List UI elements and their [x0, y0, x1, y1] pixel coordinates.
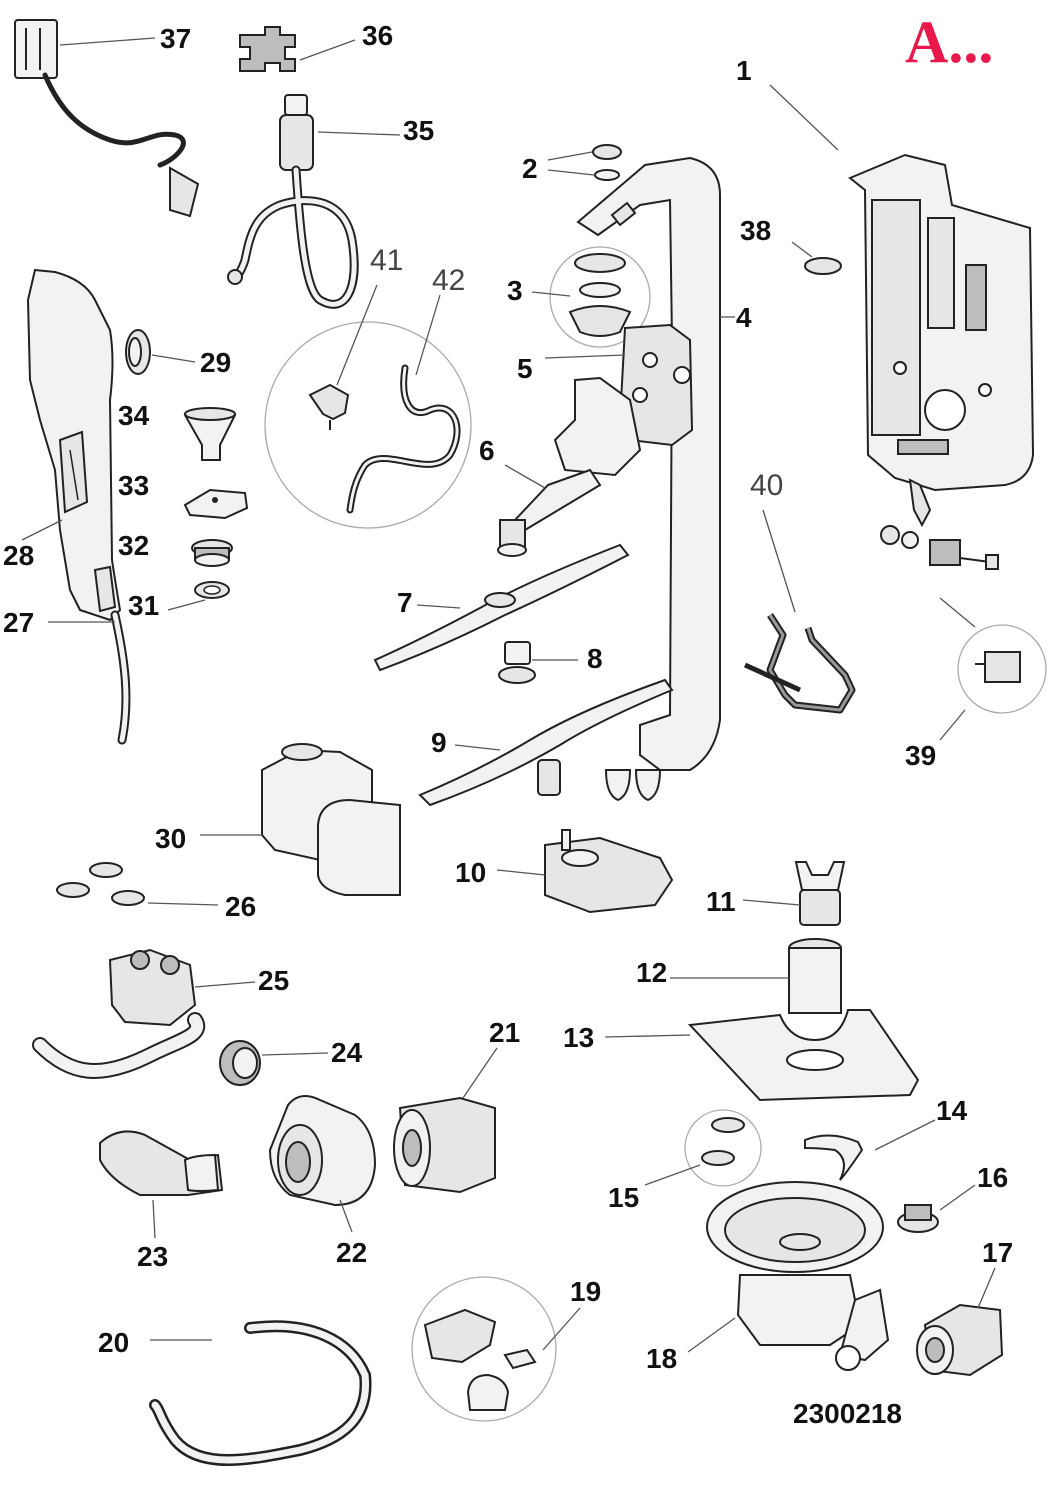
- part-10-heater: [544, 829, 674, 914]
- callout-6: 6: [479, 435, 495, 466]
- part-34-funnel: [183, 407, 237, 461]
- part-41-connector: [308, 383, 350, 430]
- part-6-upper-spray-arm-holder: [497, 376, 642, 557]
- part-31-ring: [194, 581, 230, 599]
- part-11-filter-holder: [794, 861, 846, 926]
- part-25-inlet-valve: [32, 948, 206, 1079]
- callout-17: 17: [982, 1237, 1013, 1268]
- callout-40: 40: [750, 469, 783, 502]
- part-37-power-cord: [14, 19, 200, 218]
- callout-14: 14: [936, 1095, 968, 1126]
- drawing-code: 2300218: [793, 1398, 902, 1429]
- callout-18: 18: [646, 1343, 677, 1374]
- callout-7: 7: [397, 587, 413, 618]
- callout-29: 29: [200, 347, 231, 378]
- part-28-side-panel: [26, 268, 122, 622]
- callout-37: 37: [160, 23, 191, 54]
- callout-5: 5: [517, 353, 533, 384]
- callout-10: 10: [455, 857, 486, 888]
- part-35-inlet-hose: [227, 94, 359, 309]
- callout-39: 39: [905, 740, 936, 771]
- callout-21: 21: [489, 1017, 520, 1048]
- callout-41: 41: [370, 244, 403, 277]
- part-21-motor: [393, 1096, 496, 1194]
- part-2-nut: [592, 144, 622, 181]
- callout-11: 11: [706, 886, 736, 917]
- callout-24: 24: [331, 1037, 363, 1068]
- badge-label: A...: [905, 9, 993, 75]
- part-33-cover: [183, 488, 249, 520]
- callout-36: 36: [362, 20, 393, 51]
- part-30-salt-container: [261, 743, 401, 896]
- callout-22: 22: [336, 1237, 367, 1268]
- part-7-upper-spray-arm: [373, 543, 630, 672]
- detail-circle-19: [411, 1276, 557, 1422]
- part-12-micro-filter: [788, 938, 842, 1014]
- part-8-valve: [498, 641, 536, 684]
- part-5-manifold: [618, 323, 694, 447]
- part-3-spray-head: [568, 253, 632, 337]
- callout-2: 2: [522, 153, 538, 184]
- detail-circle-15: [684, 1109, 762, 1187]
- part-1-sensor-cable: [880, 525, 999, 570]
- part-17-drain-pump: [916, 1303, 1004, 1377]
- callout-30: 30: [155, 823, 186, 854]
- detail-circle-41-42: [264, 321, 472, 529]
- part-26-washers: [56, 862, 145, 906]
- callout-25: 25: [258, 965, 289, 996]
- callout-12: 12: [636, 957, 667, 988]
- part-27-drain-tube: [110, 610, 131, 745]
- callout-35: 35: [403, 115, 434, 146]
- part-29-seal: [125, 329, 151, 375]
- part-1-rear-panel: [848, 153, 1035, 528]
- callout-31: 31: [128, 590, 159, 621]
- callout-9: 9: [431, 727, 447, 758]
- part-18-sump: [706, 1181, 890, 1371]
- part-36-clip: [239, 26, 296, 72]
- part-42-hose: [346, 364, 461, 514]
- callout-16: 16: [977, 1162, 1008, 1193]
- part-38-washer: [804, 257, 842, 275]
- callout-4: 4: [736, 302, 752, 333]
- callout-38: 38: [740, 215, 771, 246]
- callout-8: 8: [587, 643, 603, 674]
- callout-32: 32: [118, 530, 149, 561]
- part-15-clamps: [701, 1117, 745, 1166]
- part-4-spray-tube: [576, 156, 721, 802]
- part-13-flat-filter: [687, 1009, 920, 1102]
- part-39-float-switch: [975, 651, 1021, 683]
- part-19-kit: [423, 1308, 537, 1411]
- callout-20: 20: [98, 1327, 129, 1358]
- part-9-lower-spray-arm: [418, 678, 674, 807]
- callout-19: 19: [570, 1276, 601, 1307]
- detail-circle-3: [549, 246, 651, 348]
- callout-1: 1: [736, 55, 752, 86]
- part-22-circulation-pump: [268, 1095, 377, 1207]
- part-40-rack-bracket: [743, 613, 856, 714]
- part-16-valve: [897, 1204, 939, 1233]
- detail-circle-39: [957, 624, 1047, 714]
- part-23-hose-elbow: [99, 1130, 224, 1196]
- callout-23: 23: [137, 1241, 168, 1272]
- callout-34: 34: [118, 400, 150, 431]
- callout-27: 27: [3, 607, 34, 638]
- callout-28: 28: [3, 540, 34, 571]
- callout-42: 42: [432, 264, 465, 297]
- part-14-bracket: [804, 1134, 864, 1181]
- callout-3: 3: [507, 275, 523, 306]
- part-32-cap: [191, 539, 233, 567]
- callout-26: 26: [225, 891, 256, 922]
- callout-13: 13: [563, 1022, 594, 1053]
- callout-15: 15: [608, 1182, 639, 1213]
- part-20-drain-hose: [149, 1320, 372, 1466]
- callout-33: 33: [118, 470, 149, 501]
- part-24-seal-ring: [219, 1040, 261, 1086]
